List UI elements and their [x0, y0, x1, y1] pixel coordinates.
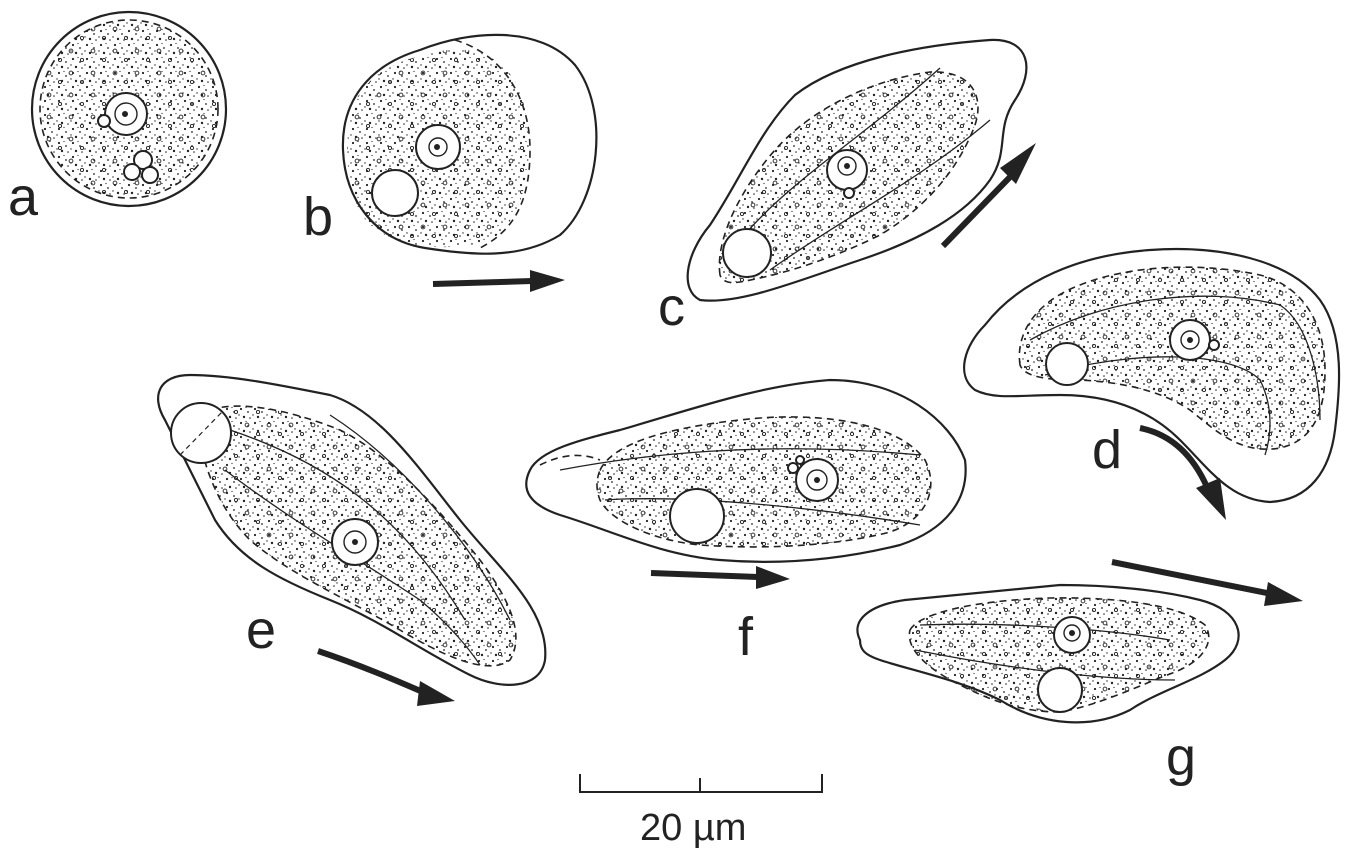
panel-label-d: d — [1092, 420, 1122, 480]
cell-c — [688, 40, 1027, 301]
panel-label-e: e — [246, 600, 276, 660]
panel-label-a: a — [8, 167, 39, 227]
nucleus — [1054, 617, 1090, 653]
panel-label-g: g — [1166, 727, 1196, 787]
cell-f — [526, 380, 965, 562]
cell-e — [158, 375, 545, 685]
cell-g — [857, 585, 1238, 722]
nucleus — [416, 125, 460, 169]
cell-a — [32, 12, 226, 206]
cell-d — [964, 249, 1339, 502]
panel-label-c: c — [658, 277, 685, 337]
nucleus — [332, 519, 378, 565]
panel-label-f: f — [738, 607, 754, 667]
movement-arrow-e — [318, 651, 455, 706]
movement-arrow-f — [651, 566, 790, 589]
cell-b — [343, 35, 596, 254]
panel-label-b: b — [303, 187, 333, 247]
nucleus — [105, 93, 147, 135]
scale-bar-label: 20 µm — [640, 807, 746, 849]
scale-bar: 20 µm — [580, 774, 822, 849]
movement-arrow-b — [433, 270, 565, 292]
